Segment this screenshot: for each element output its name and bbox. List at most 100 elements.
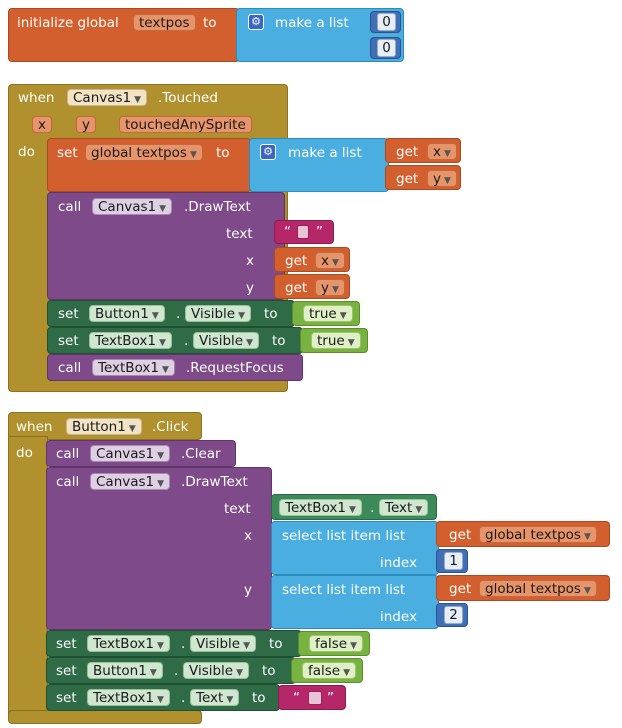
global-var-dropdown[interactable]: global textpos▼ xyxy=(85,144,203,161)
param-touched-any-sprite[interactable]: touchedAnySprite xyxy=(119,116,252,133)
string-field[interactable] xyxy=(308,691,322,705)
true-block[interactable]: true▼ xyxy=(292,301,360,326)
false-block[interactable]: false▼ xyxy=(298,631,370,656)
set-label: set xyxy=(56,690,77,706)
property-dropdown[interactable]: Text▼ xyxy=(379,499,429,516)
component-dropdown[interactable]: Button1▼ xyxy=(87,662,163,679)
get-y-block[interactable]: get y▼ xyxy=(385,165,461,190)
make-list-block[interactable]: ⚙ make a list xyxy=(249,138,389,192)
component-dropdown[interactable]: Canvas1▼ xyxy=(90,445,171,462)
gear-icon[interactable]: ⚙ xyxy=(260,144,276,160)
select-list-item-block[interactable]: select list item list index xyxy=(271,575,439,629)
dropdown-arrow-icon: ▼ xyxy=(236,668,244,678)
canvas-drawtext-block[interactable]: call Canvas1▼ .DrawText text x y xyxy=(46,467,272,630)
param-y[interactable]: y xyxy=(76,116,96,133)
set-button-visible-block[interactable]: set Button1▼ . Visible▼ to xyxy=(46,657,296,684)
get-var-dropdown[interactable]: global textpos▼ xyxy=(479,526,597,543)
number-field[interactable]: 0 xyxy=(377,13,396,31)
boolean-dropdown-text: true xyxy=(309,306,337,322)
component-dropdown[interactable]: TextBox1▼ xyxy=(279,499,362,516)
true-block[interactable]: true▼ xyxy=(300,328,368,353)
get-label: get xyxy=(396,171,419,187)
component-dropdown[interactable]: Button1▼ xyxy=(89,305,165,322)
component-dropdown[interactable]: Canvas1▼ xyxy=(90,473,171,490)
component-dropdown-text: TextBox1 xyxy=(285,500,346,516)
false-block[interactable]: false▼ xyxy=(291,658,363,683)
get-y-block[interactable]: get y▼ xyxy=(274,274,350,299)
set-textbox-text-block[interactable]: set TextBox1▼ . Text▼ to xyxy=(46,684,280,711)
dropdown-arrow-icon: ▼ xyxy=(583,586,591,596)
get-var-dropdown[interactable]: x▼ xyxy=(315,252,345,269)
canvas-clear-block[interactable]: call Canvas1▼ .Clear xyxy=(46,440,236,467)
get-x-block[interactable]: get x▼ xyxy=(274,247,350,272)
x-socket-label: x xyxy=(244,528,252,544)
dropdown-arrow-icon: ▼ xyxy=(151,311,159,321)
to-label: to xyxy=(272,333,286,349)
property-dropdown[interactable]: Visible▼ xyxy=(183,662,250,679)
dropdown-arrow-icon: ▼ xyxy=(349,505,356,515)
textbox-requestfocus-block[interactable]: call TextBox1▼ .RequestFocus xyxy=(47,354,303,381)
get-var-text: y xyxy=(433,171,441,187)
get-x-block[interactable]: get x▼ xyxy=(385,138,461,163)
textbox-text-getter-block[interactable]: TextBox1▼ . Text▼ xyxy=(271,494,437,520)
component-dropdown-text: Canvas1 xyxy=(98,199,157,215)
component-dropdown[interactable]: TextBox1▼ xyxy=(87,689,170,706)
get-var-dropdown[interactable]: x▼ xyxy=(427,143,457,160)
component-dropdown[interactable]: TextBox1▼ xyxy=(92,359,175,376)
initialize-global-block[interactable]: initialize global textpos to xyxy=(8,8,240,62)
component-dropdown[interactable]: TextBox1▼ xyxy=(89,332,172,349)
quote-close: ” xyxy=(327,690,334,706)
list-item-number-block[interactable]: 0 xyxy=(370,37,401,59)
get-global-block[interactable]: get global textpos▼ xyxy=(436,575,610,601)
text-socket-label: text xyxy=(226,226,253,242)
dropdown-arrow-icon: ▼ xyxy=(339,311,347,321)
boolean-dropdown[interactable]: true▼ xyxy=(311,332,361,349)
text-socket-label: text xyxy=(224,501,251,517)
set-textbox-visible-block[interactable]: set TextBox1▼ . Visible▼ to xyxy=(46,630,302,657)
set-label: set xyxy=(56,636,77,652)
boolean-dropdown[interactable]: false▼ xyxy=(309,635,364,652)
number-field[interactable]: 0 xyxy=(377,39,396,57)
component-dropdown[interactable]: Canvas1▼ xyxy=(67,89,148,106)
get-var-text: x xyxy=(433,144,441,160)
component-dropdown-text: TextBox1 xyxy=(95,333,156,349)
param-x[interactable]: x xyxy=(32,116,52,133)
number-field[interactable]: 1 xyxy=(444,552,463,570)
canvas-drawtext-block[interactable]: call Canvas1▼ .DrawText text x y xyxy=(47,192,285,300)
component-dropdown[interactable]: Button1▼ xyxy=(66,418,142,435)
property-dropdown[interactable]: Visible▼ xyxy=(190,635,257,652)
global-var-name-text: textpos xyxy=(139,15,190,31)
property-dropdown[interactable]: Text▼ xyxy=(190,689,240,706)
set-label: set xyxy=(58,306,79,322)
set-textbox-visible-block[interactable]: set TextBox1▼ . Visible▼ to xyxy=(47,327,303,354)
component-dropdown[interactable]: TextBox1▼ xyxy=(87,635,170,652)
component-dropdown[interactable]: Canvas1▼ xyxy=(92,198,173,215)
initialize-global-label: initialize global xyxy=(17,15,119,31)
list-item-number-block[interactable]: 0 xyxy=(370,11,401,33)
property-dropdown[interactable]: Visible▼ xyxy=(193,332,260,349)
get-var-dropdown[interactable]: global textpos▼ xyxy=(479,580,597,597)
dropdown-arrow-icon: ▼ xyxy=(157,641,164,651)
global-var-name-field[interactable]: textpos xyxy=(133,14,196,31)
get-var-dropdown[interactable]: y▼ xyxy=(427,170,457,187)
get-global-block[interactable]: get global textpos▼ xyxy=(436,521,610,547)
index-number-block[interactable]: 1 xyxy=(436,549,468,573)
component-dropdown-text: Canvas1 xyxy=(96,474,155,490)
select-list-item-block[interactable]: select list item list index xyxy=(271,521,439,575)
empty-string-block[interactable]: “ ” xyxy=(278,685,346,710)
text-string-block[interactable]: “ ” xyxy=(274,220,334,244)
dropdown-arrow-icon: ▼ xyxy=(444,149,451,159)
index-number-block[interactable]: 2 xyxy=(436,603,468,627)
set-global-block[interactable]: set global textpos▼ to xyxy=(47,138,251,192)
quote-close: ” xyxy=(316,224,323,240)
property-dropdown[interactable]: Visible▼ xyxy=(185,305,252,322)
gear-icon[interactable]: ⚙ xyxy=(248,14,264,30)
dot: . xyxy=(181,690,186,706)
string-field[interactable] xyxy=(297,225,309,239)
set-button-visible-block[interactable]: set Button1▼ . Visible▼ to xyxy=(47,300,295,327)
number-field[interactable]: 2 xyxy=(444,606,463,624)
get-var-dropdown[interactable]: y▼ xyxy=(315,279,345,296)
method-name: .DrawText xyxy=(181,474,248,490)
boolean-dropdown[interactable]: true▼ xyxy=(303,305,353,322)
boolean-dropdown[interactable]: false▼ xyxy=(302,662,357,679)
